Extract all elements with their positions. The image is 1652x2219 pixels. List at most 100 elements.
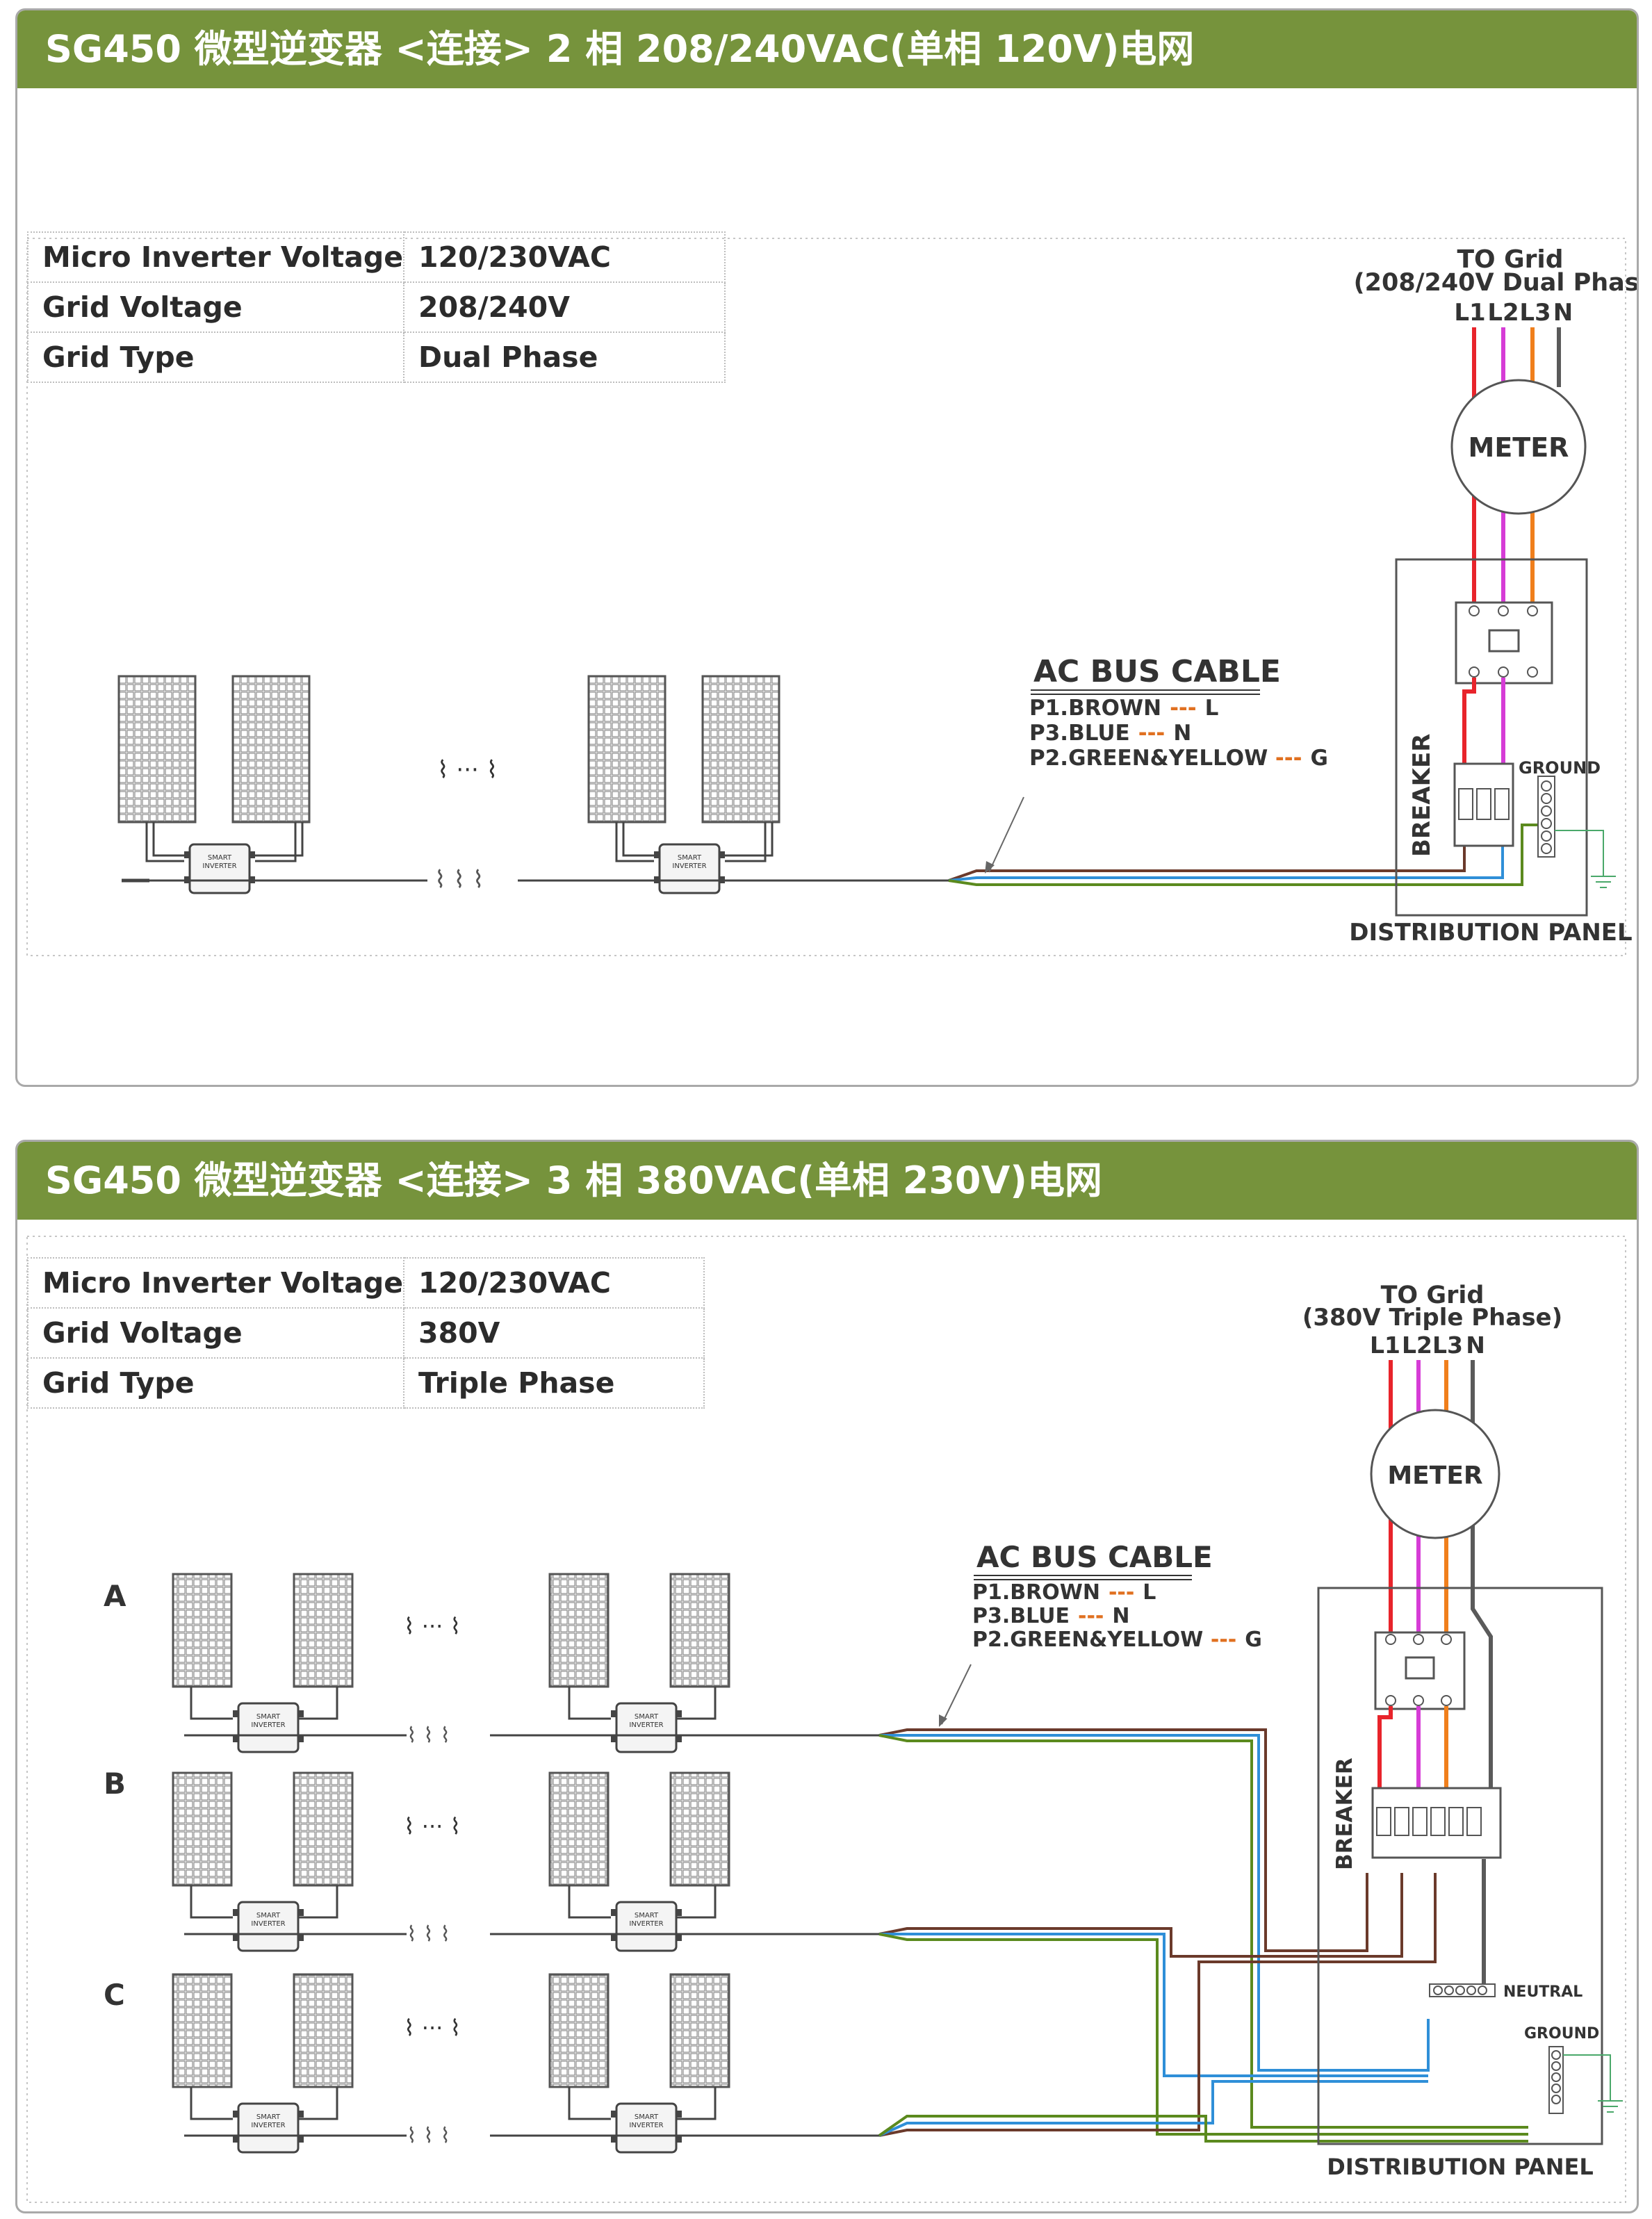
spec-label: Grid Type [26,331,405,383]
svg-text:P3.BLUE---N: P3.BLUE --- N [1029,721,1191,746]
solar-panel [587,675,666,824]
string-row-a: ⌇ ⌇ ⌇ ⌇ ··· ⌇ [172,1573,879,1753]
bus-line-name: P2.GREEN&YELLOW [972,1628,1203,1652]
bus-line-term: G [1311,746,1328,771]
micro-inverter-icon [610,2102,683,2154]
line-label: L2 [1487,299,1519,327]
ac-bus-cable-title: AC BUS CABLE [976,1540,1213,1574]
spec-value: Dual Phase [403,331,726,383]
row-label: C [104,1978,125,2012]
micro-inverter-icon [653,843,726,894]
neutral-label: NEUTRAL [1503,1983,1583,2001]
micro-inverter-icon [610,1702,683,1753]
string-row-c: ⌇ ⌇ ⌇ ⌇ ··· ⌇ [172,1973,879,2154]
line-label: L3 [1432,1332,1463,1359]
line-label: N [1553,299,1573,327]
ground-bar-icon [1548,2046,1564,2114]
micro-inverter-icon [183,843,256,894]
row-label: A [104,1579,126,1613]
distribution-panel-label: DISTRIBUTION PANEL [1327,2154,1593,2180]
svg-text:P2.GREEN&YELLOW---G: P2.GREEN&YELLOW---G [972,1628,1262,1652]
bus-line-name: P3.BLUE [972,1604,1070,1628]
meter-label: METER [1387,1461,1482,1490]
breaker-icon [1453,762,1514,847]
bus-line-name: P2.GREEN&YELLOW [1029,746,1268,771]
spec-row: Grid Type Dual Phase [26,331,726,383]
line-label: L2 [1402,1332,1432,1359]
micro-inverter-icon [610,1901,683,1952]
wiring-diagram-1: SMART INVERTER [26,238,1637,956]
bus-line-dash: --- [1109,1580,1134,1605]
breaker-label: BREAKER [1332,1758,1357,1870]
micro-inverter-icon [231,2102,305,2154]
grid-description: (380V Triple Phase) [1302,1304,1562,1332]
svg-text:P3.BLUE---N: P3.BLUE --- N [972,1604,1130,1628]
bus-line-dash: --- [1211,1628,1236,1652]
spec-label: Micro Inverter Voltage [26,1257,405,1309]
bus-line-name: P3.BLUE [1029,721,1130,746]
bus-line-dash: --- [1170,696,1197,721]
spec-value: 208/240V [403,281,726,333]
svg-text:⌇ ⌇ ⌇: ⌇ ⌇ ⌇ [407,1922,450,1947]
spec-label: Grid Voltage [26,281,405,333]
spec-row: Grid Type Triple Phase [26,1357,705,1409]
ellipsis: ⌇ ··· ⌇ [437,756,498,784]
diagram-dual-phase: SG450 微型逆变器 <连接> 2 相 208/240VAC(单相 120V)… [15,8,1639,1087]
solar-panel [701,675,780,824]
earth-ground-icon [1590,860,1617,888]
bus-line-term: N [1112,1604,1129,1628]
row-label: B [104,1767,126,1801]
ac-bus-cable-title: AC BUS CABLE [1033,654,1281,689]
ellipsis: ⌇ ··· ⌇ [404,1613,461,1639]
spec-label: Grid Voltage [26,1307,405,1359]
line-label: N [1466,1332,1485,1359]
solar-panel [231,675,311,824]
spec-value: 380V [403,1307,705,1359]
meter-icon [1370,1409,1500,1539]
bus-line-name: P1.BROWN [972,1580,1100,1605]
spec-table-1: Micro Inverter Voltage 120/230VAC Grid V… [26,231,726,383]
spec-table-2: Micro Inverter Voltage 120/230VAC Grid V… [26,1257,705,1409]
bus-line-dash: --- [1078,1604,1104,1628]
distribution-panel-label: DISTRIBUTION PANEL [1349,919,1632,947]
ground-label: GROUND [1519,758,1601,778]
diagram-triple-phase: SG450 微型逆变器 <连接> 3 相 380VAC(单相 230V)电网 M… [15,1140,1639,2213]
micro-inverter-icon [231,1901,305,1952]
to-grid-label: TO Grid [1457,245,1563,274]
meter-label: METER [1469,432,1569,463]
spec-row: Grid Voltage 380V [26,1307,705,1359]
ground-label: GROUND [1524,2025,1599,2042]
bus-line-term: L [1205,696,1219,721]
ellipsis: ⌇ ··· ⌇ [404,1813,461,1840]
cable-break-symbol: ⌇ ⌇ ⌇ [434,866,484,894]
bus-line-name: P1.BROWN [1029,696,1161,721]
svg-text:P1.BROWN---L: P1.BROWN --- L [972,1580,1156,1605]
svg-text:P2.GREEN&YELLOW---G: P2.GREEN&YELLOW --- G [1029,746,1328,771]
bus-line-term: L [1143,1580,1156,1605]
micro-inverter-icon [231,1702,305,1753]
spec-value: 120/230VAC [403,1257,705,1309]
svg-text:⌇ ⌇ ⌇: ⌇ ⌇ ⌇ [407,2124,450,2148]
neutral-bar-icon [1429,1983,1496,1997]
spec-row: Grid Voltage 208/240V [26,281,726,333]
spec-label: Micro Inverter Voltage [26,231,405,283]
line-label: L1 [1454,299,1485,327]
breaker-icon [1371,1787,1502,1859]
svg-text:⌇ ⌇ ⌇: ⌇ ⌇ ⌇ [407,1723,450,1748]
string-row-b: ⌇ ⌇ ⌇ ⌇ ··· ⌇ [172,1771,879,1952]
line-label: L3 [1519,299,1551,327]
svg-text:P1.BROWN---L: P1.BROWN --- L [1029,696,1218,721]
spec-row: Micro Inverter Voltage 120/230VAC [26,1257,705,1309]
diagram-1-title: SG450 微型逆变器 <连接> 2 相 208/240VAC(单相 120V)… [17,10,1637,88]
bus-line-dash: --- [1138,721,1166,746]
to-grid-label: TO Grid [1381,1282,1485,1309]
breaker-label: BREAKER [1408,734,1436,857]
distribution-panel-box [1317,1587,1603,2145]
meter-icon [1450,379,1587,515]
distribution-panel-box [1395,558,1588,917]
ground-bar-icon [1537,776,1555,858]
bus-line-term: N [1173,721,1191,746]
line-label: L1 [1370,1332,1400,1359]
bus-line-dash: --- [1275,746,1302,771]
ellipsis: ⌇ ··· ⌇ [404,2015,461,2041]
